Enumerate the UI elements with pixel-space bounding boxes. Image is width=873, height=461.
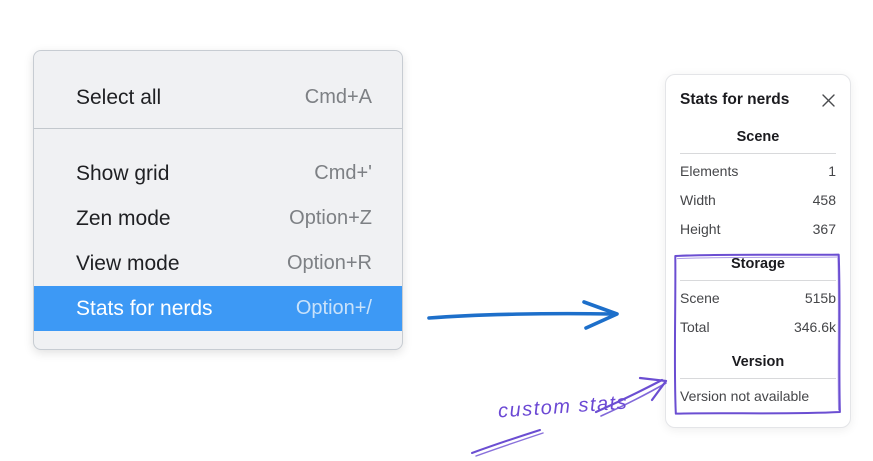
menu-item-shortcut: Cmd+A xyxy=(304,86,372,108)
annotation-tail-stroke xyxy=(471,429,544,457)
stat-value: 458 xyxy=(812,192,836,208)
section-divider xyxy=(680,378,836,379)
menu-item-stats-for-nerds[interactable]: Stats for nerds Option+/ xyxy=(34,286,402,331)
section-divider xyxy=(680,153,836,154)
stat-value: 367 xyxy=(812,221,836,237)
stats-section-heading: Version xyxy=(731,354,785,370)
menu-item-label: View mode xyxy=(76,251,180,275)
context-menu-section-bottom: Show grid Cmd+' Zen mode Option+Z View m… xyxy=(34,129,402,349)
stat-label: Scene xyxy=(680,290,720,306)
stat-value: 1 xyxy=(828,163,836,179)
stat-row-width: Width 458 xyxy=(680,186,836,215)
stats-panel-header: Stats for nerds xyxy=(680,89,836,111)
stats-section-heading: Storage xyxy=(731,256,785,272)
annotated-stats-group: Storage Scene 515b Total 346.6k Version … xyxy=(680,254,836,411)
stats-panel: Stats for nerds Scene Elements 1 Width 4… xyxy=(665,74,851,428)
menu-item-label: Zen mode xyxy=(76,206,171,230)
stat-row-elements: Elements 1 xyxy=(680,157,836,186)
stat-row-total: Total 346.6k xyxy=(680,313,836,342)
context-menu-section-top: Select all Cmd+A xyxy=(34,51,402,128)
stats-section-version: Version Version not available xyxy=(680,352,836,411)
stats-section-storage: Storage Scene 515b Total 346.6k xyxy=(680,254,836,342)
menu-item-select-all[interactable]: Select all Cmd+A xyxy=(34,75,402,120)
menu-item-show-grid[interactable]: Show grid Cmd+' xyxy=(34,151,402,196)
stats-section-heading: Scene xyxy=(736,129,780,145)
close-icon[interactable] xyxy=(820,92,836,108)
stat-label: Width xyxy=(680,192,716,208)
menu-divider xyxy=(34,128,402,129)
menu-to-panel-arrow xyxy=(427,300,619,330)
menu-item-shortcut: Option+Z xyxy=(289,207,372,229)
menu-item-label: Stats for nerds xyxy=(76,296,213,320)
version-note: Version not available xyxy=(680,388,810,404)
stat-row-scene: Scene 515b xyxy=(680,284,836,313)
stat-value: 515b xyxy=(804,290,836,306)
stat-value: 346.6k xyxy=(793,319,836,335)
context-menu: Select all Cmd+A Show grid Cmd+' Zen mod… xyxy=(33,50,403,350)
stat-label: Elements xyxy=(680,163,739,179)
menu-item-shortcut: Option+R xyxy=(286,252,372,274)
stats-section-scene: Scene Elements 1 Width 458 Height 367 xyxy=(680,127,836,244)
menu-item-shortcut: Option+/ xyxy=(295,297,372,319)
stat-row-height: Height 367 xyxy=(680,215,836,244)
menu-item-label: Select all xyxy=(76,85,162,109)
menu-item-zen-mode[interactable]: Zen mode Option+Z xyxy=(34,196,402,241)
menu-item-view-mode[interactable]: View mode Option+R xyxy=(34,241,402,286)
stats-panel-title: Stats for nerds xyxy=(680,91,790,108)
stat-label: Total xyxy=(680,319,710,335)
stat-label: Height xyxy=(680,221,721,237)
menu-item-shortcut: Cmd+' xyxy=(314,162,372,184)
annotation-custom-stats-label: custom stats xyxy=(497,391,629,423)
menu-item-label: Show grid xyxy=(76,161,170,185)
